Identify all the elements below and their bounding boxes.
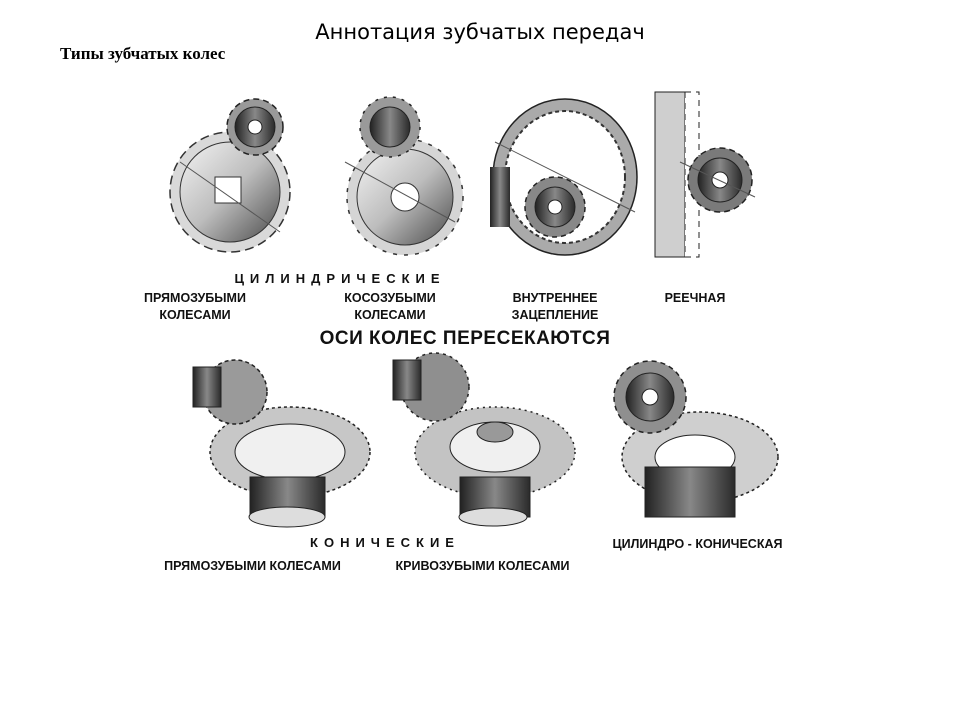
helical-gears-illustration	[344, 96, 464, 256]
label-line: РЕЕЧНАЯ	[664, 291, 726, 305]
label-line: ВНУТРЕННЕЕ	[512, 291, 598, 305]
spiral-bevel-gears-illustration	[392, 352, 576, 527]
label-line: КОЛЕСАМИ	[354, 308, 426, 322]
cylindro-conical-gears-illustration	[613, 360, 779, 518]
top-row-label-1: ПРЯМОЗУБЫМИ КОЛЕСАМИ	[140, 290, 250, 324]
rack-and-pinion-illustration	[654, 91, 756, 258]
bottom-row-label-3: ЦИЛИНДРО - КОНИЧЕСКАЯ	[612, 537, 783, 551]
group-label-conical: КОНИЧЕСКИЕ	[310, 535, 460, 550]
section-heading: Типы зубчатых колес	[60, 44, 226, 63]
label-line: КОСОЗУБЫМИ	[344, 291, 436, 305]
top-row-label-4: РЕЕЧНАЯ	[655, 290, 735, 307]
label-line: КОЛЕСАМИ	[159, 308, 231, 322]
spur-gears-illustration	[169, 98, 291, 253]
gear-illustrations	[169, 91, 779, 528]
group-label-cylindrical: ЦИЛИНДРИЧЕСКИЕ	[234, 271, 446, 286]
internal-gear-illustration	[490, 98, 638, 256]
bottom-row-label-2: КРИВОЗУБЫМИ КОЛЕСАМИ	[395, 559, 570, 573]
slide-title: Аннотация зубчатых передач	[315, 20, 645, 44]
gear-types-figure: ЦИЛИНДРИЧЕСКИЕ ПРЯМОЗУБЫМИ КОЛЕСАМИ КОСО…	[135, 72, 835, 592]
bottom-row-label-1: ПРЯМОЗУБЫМИ КОЛЕСАМИ	[164, 559, 341, 573]
top-row-label-2: КОСОЗУБЫМИ КОЛЕСАМИ	[335, 290, 445, 324]
label-line: ПРЯМОЗУБЫМИ	[144, 291, 246, 305]
label-line: ЗАЦЕПЛЕНИЕ	[511, 308, 599, 322]
straight-bevel-gears-illustration	[192, 359, 371, 528]
group-label-axes-intersect: ОСИ КОЛЕС ПЕРЕСЕКАЮТСЯ	[319, 328, 611, 349]
top-row-label-3: ВНУТРЕННЕЕ ЗАЦЕПЛЕНИЕ	[500, 290, 610, 324]
